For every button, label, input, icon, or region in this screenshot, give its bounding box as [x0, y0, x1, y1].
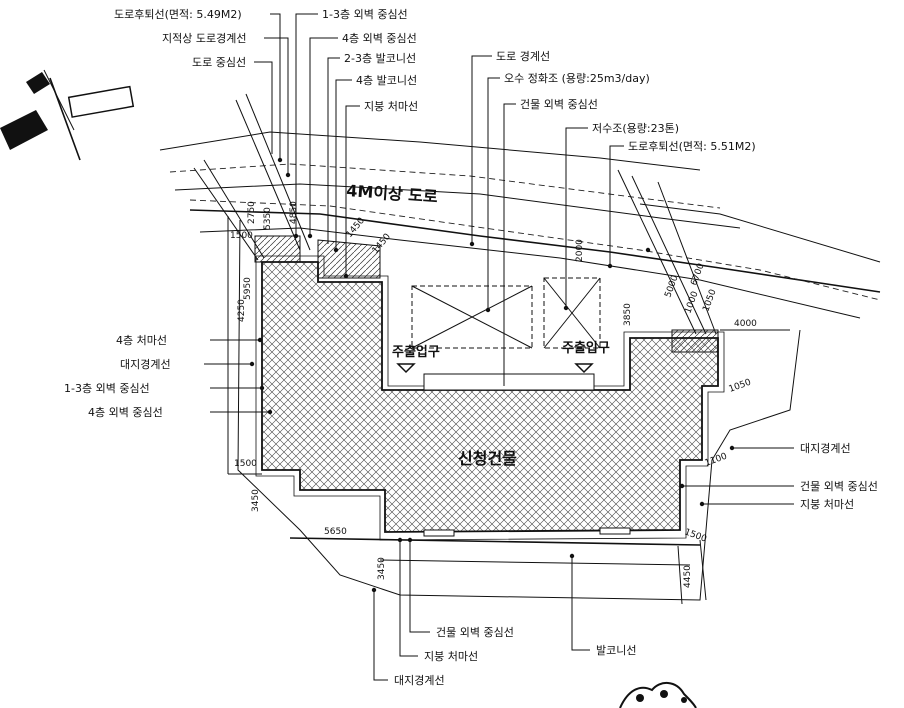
dim-3450-bottom: 3450: [377, 557, 387, 580]
label-entrance-left: 주출입구: [392, 344, 440, 360]
label-entrance-right: 주출입구: [562, 340, 610, 356]
label-balcony-4: 4층 발코니선: [356, 74, 417, 87]
dim-4250: 4250: [237, 299, 247, 322]
label-septic: 오수 정화조 (용량:25m3/day): [504, 72, 650, 85]
seal-ornament-icon: [619, 682, 697, 708]
septic-tank-box: [411, 285, 533, 349]
label-site-boundary-left: 대지경계선: [120, 358, 171, 371]
dim-2750: 2750: [247, 201, 257, 224]
label-cadastral-road: 지적상 도로경계선: [162, 32, 246, 45]
label-wall-4-left: 4층 외벽 중심선: [88, 406, 163, 419]
dim-6700: 6700: [689, 262, 706, 287]
label-wall-1-3-left: 1-3층 외벽 중심선: [64, 382, 150, 395]
dim-5650: 5650: [324, 527, 347, 537]
dim-4450: 4450: [683, 565, 693, 588]
dim-1050-right: 1050: [728, 377, 753, 394]
bottom-lines: [289, 527, 701, 566]
dim-1500-left: 1500: [234, 459, 257, 469]
site-boundary-line: [237, 219, 801, 601]
dim-1050-top: 1050: [701, 288, 718, 313]
label-wall-center-4: 4층 외벽 중심선: [342, 32, 417, 45]
dim-5000: 5000: [663, 274, 680, 299]
label-balcony-bottom: 발코니선: [596, 644, 636, 657]
label-road-retreat-right: 도로후퇴선(면적: 5.51M2): [628, 140, 756, 153]
dim-2000: 2000: [575, 239, 585, 262]
building-footprint: [261, 261, 719, 533]
dim-1000: 1000: [683, 290, 700, 315]
label-wall-center-bottom: 건물 외벽 중심선: [436, 626, 514, 639]
label-site-boundary-right: 대지경계선: [800, 442, 851, 455]
label-wall-center-1-3: 1-3층 외벽 중심선: [322, 8, 408, 21]
label-water-tank: 저수조(용량:23톤): [592, 122, 679, 135]
road-lines: [159, 131, 881, 319]
label-road-name: 4M이상 도로: [346, 181, 439, 206]
leader-lines: [204, 13, 794, 681]
water-tank-box: [543, 277, 601, 349]
dim-4000: 4000: [734, 319, 757, 329]
label-eave-4-left: 4층 처마선: [116, 334, 167, 347]
dim-5950: 5950: [243, 277, 253, 300]
entrance-arrow-left-icon: [396, 363, 416, 374]
label-road-retreat-top: 도로후퇴선(면적: 5.49M2): [114, 8, 242, 21]
dim-5350: 5350: [263, 207, 273, 230]
dimension-lines: [193, 93, 790, 605]
label-roof-eave-right: 지붕 처마선: [800, 498, 854, 511]
leader-dots: [249, 157, 735, 593]
dim-4850: 4850: [289, 201, 299, 224]
label-roof-eave-bottom: 지붕 처마선: [424, 650, 478, 663]
dim-3850: 3850: [623, 303, 633, 326]
dim-1100: 1100: [704, 451, 729, 468]
label-roof-eave-top: 지붕 처마선: [364, 100, 418, 113]
dim-1450-b: 1450: [371, 232, 394, 256]
dim-1500-right: 1500: [683, 527, 708, 544]
label-site-boundary-bottom: 대지경계선: [394, 674, 445, 687]
entrance-arrow-right-icon: [574, 363, 594, 374]
label-wall-center-right: 건물 외벽 중심선: [800, 480, 878, 493]
dim-3450-left: 3450: [251, 489, 261, 512]
label-road-center: 도로 중심선: [192, 56, 246, 69]
label-building-name: 신청건물: [458, 449, 517, 468]
label-balcony-2-3: 2-3층 발코니선: [344, 52, 416, 65]
label-road-boundary: 도로 경계선: [496, 50, 550, 63]
label-building-wall-top: 건물 외벽 중심선: [520, 98, 598, 111]
north-arrow-icon: [0, 69, 135, 161]
dim-1500-top: 1500: [230, 231, 253, 241]
